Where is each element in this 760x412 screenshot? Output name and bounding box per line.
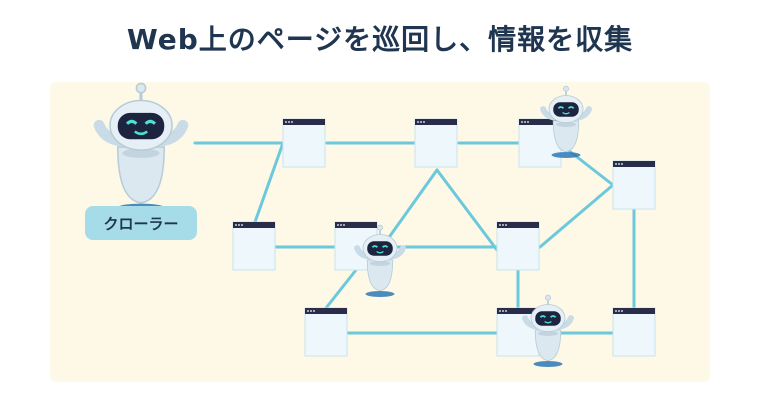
crawler-label-badge: クローラー bbox=[85, 206, 197, 240]
crawler-robot-icon bbox=[99, 83, 183, 214]
web-page-icon bbox=[232, 221, 276, 271]
web-page-icon bbox=[496, 221, 540, 271]
web-page-icon bbox=[304, 307, 348, 357]
web-page-icon bbox=[414, 118, 458, 168]
page-title: Web上のページを巡回し、情報を収集 bbox=[126, 23, 634, 56]
crawler-label: クローラー bbox=[103, 214, 179, 233]
web-pages bbox=[232, 118, 656, 357]
web-page-icon bbox=[612, 160, 656, 210]
web-page-icon bbox=[612, 307, 656, 357]
web-page-icon bbox=[282, 118, 326, 168]
